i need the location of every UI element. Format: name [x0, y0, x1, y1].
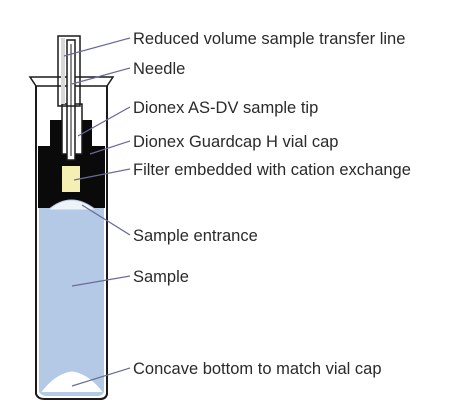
leader-filter — [73, 168, 131, 181]
vial — [28, 76, 115, 400]
sample-entrance — [46, 199, 98, 211]
leader-sample-tip — [77, 106, 131, 137]
leader-sample-entrance — [81, 204, 131, 236]
label-sample: Sample — [133, 268, 189, 286]
label-sample-entrance: Sample entrance — [133, 227, 258, 245]
label-concave-bottom: Concave bottom to match vial cap — [133, 360, 382, 378]
label-sample-tip: Dionex AS-DV sample tip — [133, 99, 318, 117]
sample-tip — [57, 35, 83, 161]
filter — [62, 166, 80, 192]
leader-concave-bottom — [71, 367, 131, 387]
leader-transfer-line — [63, 37, 131, 57]
transfer-line-inner — [61, 38, 65, 104]
concave-bottom — [41, 371, 103, 393]
labels: Reduced volume sample transfer line Need… — [133, 30, 411, 378]
label-filter: Filter embedded with cation exchange — [133, 161, 411, 179]
vial-wall — [35, 84, 108, 400]
label-needle: Needle — [133, 60, 185, 78]
transfer-line — [57, 35, 81, 107]
label-transfer-line: Reduced volume sample transfer line — [133, 30, 405, 48]
sample-liquid — [39, 208, 104, 396]
leader-needle — [71, 67, 131, 85]
label-guardcap: Dionex Guardcap H vial cap — [133, 133, 338, 151]
vial-cap — [38, 120, 105, 211]
leader-sample — [71, 275, 131, 287]
leader-lines — [63, 37, 131, 387]
leader-guardcap — [89, 140, 131, 155]
